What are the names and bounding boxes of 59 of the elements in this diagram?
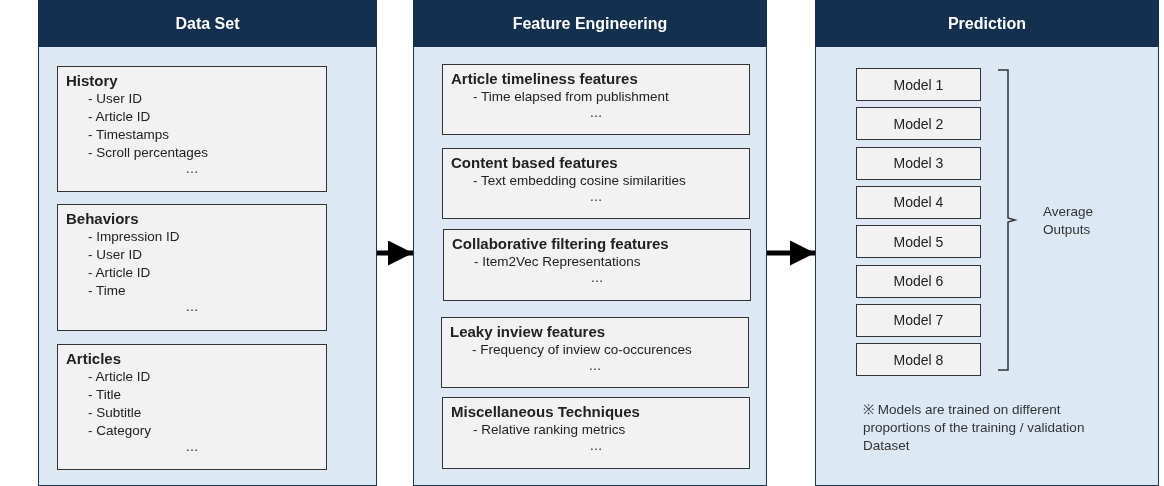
list-item: - Article ID — [87, 264, 151, 282]
list-item: - User ID — [87, 90, 142, 108]
box-heading: Collaborative filtering features — [452, 234, 669, 253]
list-item: - Scroll percentages — [87, 144, 209, 162]
list-item: - Relative ranking metrics — [472, 421, 626, 439]
list-item: - Text embedding cosine similarities — [472, 172, 686, 190]
feature-box — [442, 64, 750, 135]
panel — [815, 0, 1159, 486]
model-box: Model 4 — [856, 185, 981, 219]
list-item: - Article ID — [87, 108, 151, 126]
ellipsis: … — [185, 440, 199, 454]
panel-header: Prediction — [815, 0, 1159, 47]
list-item: - Time elapsed from publishment — [472, 88, 669, 106]
box-heading: Articles — [66, 349, 122, 368]
panel — [413, 0, 767, 486]
model-box: Model 2 — [856, 107, 981, 141]
feature-box — [57, 66, 327, 192]
box-heading: Article timeliness features — [451, 69, 638, 88]
panel-header: Data Set — [38, 0, 377, 47]
list-item: - User ID — [87, 246, 142, 264]
ellipsis: … — [588, 359, 602, 373]
ellipsis: … — [590, 271, 604, 285]
model-box: Model 8 — [856, 343, 981, 377]
box-heading: Leaky inview features — [450, 322, 606, 341]
feature-box — [441, 317, 749, 388]
list-item: - Item2Vec Representations — [473, 253, 641, 271]
model-box: Model 3 — [856, 146, 981, 180]
model-box: Model 1 — [856, 68, 981, 101]
ellipsis: … — [589, 190, 603, 204]
feature-box — [442, 397, 750, 469]
list-item: - Timestamps — [87, 126, 169, 144]
list-item: - Category — [87, 422, 152, 440]
arrow — [767, 240, 815, 266]
ellipsis: … — [589, 106, 603, 120]
panel — [38, 0, 377, 486]
model-box: Model 7 — [856, 303, 981, 337]
box-heading: History — [66, 71, 118, 90]
list-item: - Subtitle — [87, 404, 142, 422]
list-item: - Time — [87, 282, 126, 300]
box-heading: Miscellaneous Techniques — [451, 402, 640, 421]
note: ※ Models are trained on different proportions of the training / validation Dataset — [863, 401, 1086, 455]
box-heading: Content based features — [451, 153, 618, 172]
box-heading: Behaviors — [66, 209, 139, 228]
panel-header: Feature Engineering — [413, 0, 767, 47]
feature-box — [443, 229, 751, 301]
feature-box — [442, 148, 750, 219]
ellipsis: … — [185, 300, 199, 314]
list-item: - Title — [87, 386, 121, 404]
list-item: - Frequency of inview co-occurences — [471, 341, 692, 359]
model-box: Model 5 — [856, 225, 981, 259]
model-box: Model 6 — [856, 264, 981, 298]
bracket-label: Average Outputs — [1043, 203, 1095, 239]
ellipsis: … — [589, 439, 603, 453]
ellipsis: … — [185, 162, 199, 176]
feature-box — [57, 344, 327, 470]
list-item: - Impression ID — [87, 228, 180, 246]
arrow — [377, 240, 413, 266]
list-item: - Article ID — [87, 368, 151, 386]
feature-box — [57, 204, 327, 331]
